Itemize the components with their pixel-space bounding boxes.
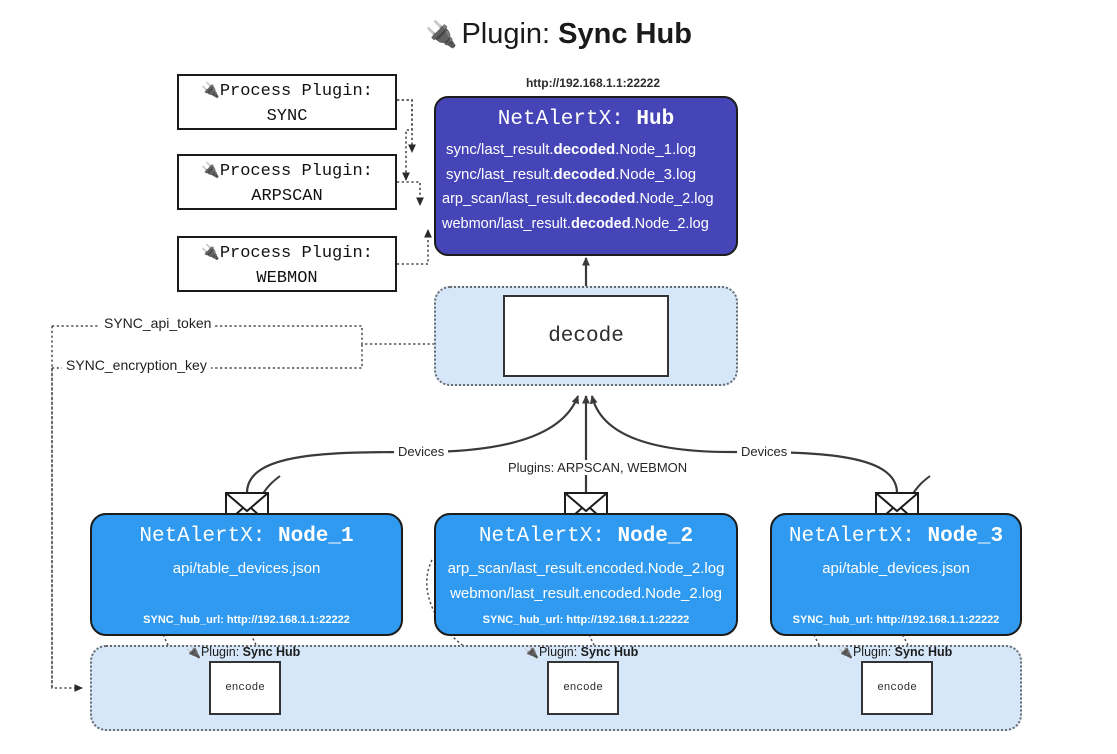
edge-label-plugins-center: Plugins: ARPSCAN, WEBMON <box>504 460 692 475</box>
process-plugin-box-arpscan[interactable]: 🔌Process Plugin: ARPSCAN <box>177 154 397 210</box>
process-plugin-label: Process Plugin: <box>219 82 373 101</box>
process-plugin-label: Process Plugin: <box>219 162 373 181</box>
hub-log-line: sync/last_result.decoded.Node_3.log <box>446 166 697 183</box>
process-plugin-name: ARPSCAN <box>251 187 323 206</box>
node-title: NetAlertX: Node_1 <box>139 525 354 548</box>
plug-icon: 🔌 <box>201 81 220 99</box>
plug-icon: 🔌 <box>201 161 220 179</box>
node-hub-url-footer: SYNC_hub_url: http://192.168.1.1:22222 <box>143 614 350 626</box>
process-plugin-name: SYNC <box>266 107 308 126</box>
edge-label-devices-left: Devices <box>394 444 449 459</box>
node-hub-url-footer: SYNC_hub_url: http://192.168.1.1:22222 <box>482 614 690 626</box>
process-plugin-name: WEBMON <box>256 269 318 288</box>
decode-box[interactable]: decode <box>503 295 669 377</box>
node-box-node-1[interactable]: NetAlertX: Node_1 api/table_devices.json… <box>90 513 403 636</box>
node-title: NetAlertX: Node_3 <box>788 525 1004 548</box>
plug-icon: 🔌 <box>838 645 853 659</box>
hub-log-line: sync/last_result.decoded.Node_1.log <box>446 141 697 158</box>
node-to-decode-edges <box>245 395 899 494</box>
process-plugin-label: Process Plugin: <box>219 244 373 263</box>
node-resource-line: api/table_devices.json <box>172 560 321 577</box>
hub-log-line: webmon/last_result.decoded.Node_2.log <box>442 216 709 232</box>
node-title: NetAlertX: Node_2 <box>478 525 694 548</box>
hub-title-prefix: NetAlertX: <box>497 108 637 131</box>
node-box-node-2[interactable]: NetAlertX: Node_2 arp_scan/last_result.e… <box>434 513 738 636</box>
plugin-label-node-3: 🔌Plugin: Sync Hub <box>838 645 953 659</box>
plug-icon: 🔌 <box>524 645 539 659</box>
sync-encryption-key-label: SYNC_encryption_key <box>62 357 211 373</box>
encode-box-node-3[interactable]: encode <box>861 661 933 715</box>
page-title-prefix: Plugin: <box>461 18 559 50</box>
plug-icon: 🔌 <box>425 19 458 49</box>
node-resource-line: arp_scan/last_result.encoded.Node_2.log <box>447 560 725 577</box>
page-title-name: Sync Hub <box>558 18 692 50</box>
process-plugin-box-sync[interactable]: 🔌Process Plugin: SYNC <box>177 74 397 130</box>
node-resource-line: webmon/last_result.encoded.Node_2.log <box>450 585 722 602</box>
hub-title-name: Hub <box>636 108 675 131</box>
hub-node[interactable]: NetAlertX: Hub sync/last_result.decoded.… <box>434 96 738 256</box>
plug-icon: 🔌 <box>201 243 220 261</box>
node-box-node-3[interactable]: NetAlertX: Node_3 api/table_devices.json… <box>770 513 1022 636</box>
encode-box-node-1[interactable]: encode <box>209 661 281 715</box>
hub-url-label: http://192.168.1.1:22222 <box>525 76 661 90</box>
plugin-label-node-1: 🔌Plugin: Sync Hub <box>186 645 301 659</box>
plugin-label-node-2: 🔌Plugin: Sync Hub <box>524 645 639 659</box>
process-plugin-box-webmon[interactable]: 🔌Process Plugin: WEBMON <box>177 236 397 292</box>
process-plugin-connectors <box>397 99 432 265</box>
node-hub-url-footer: SYNC_hub_url: http://192.168.1.1:22222 <box>792 614 1000 626</box>
encode-box-node-2[interactable]: encode <box>547 661 619 715</box>
node-resource-line: api/table_devices.json <box>822 560 970 577</box>
plug-icon: 🔌 <box>186 645 201 659</box>
page-title: 🔌Plugin: Sync Hub <box>0 18 1117 51</box>
edge-label-devices-right: Devices <box>737 444 792 459</box>
sync-api-token-label: SYNC_api_token <box>100 315 216 331</box>
hub-log-line: arp_scan/last_result.decoded.Node_2.log <box>442 191 714 207</box>
hub-title: NetAlertX: Hub <box>436 108 736 131</box>
